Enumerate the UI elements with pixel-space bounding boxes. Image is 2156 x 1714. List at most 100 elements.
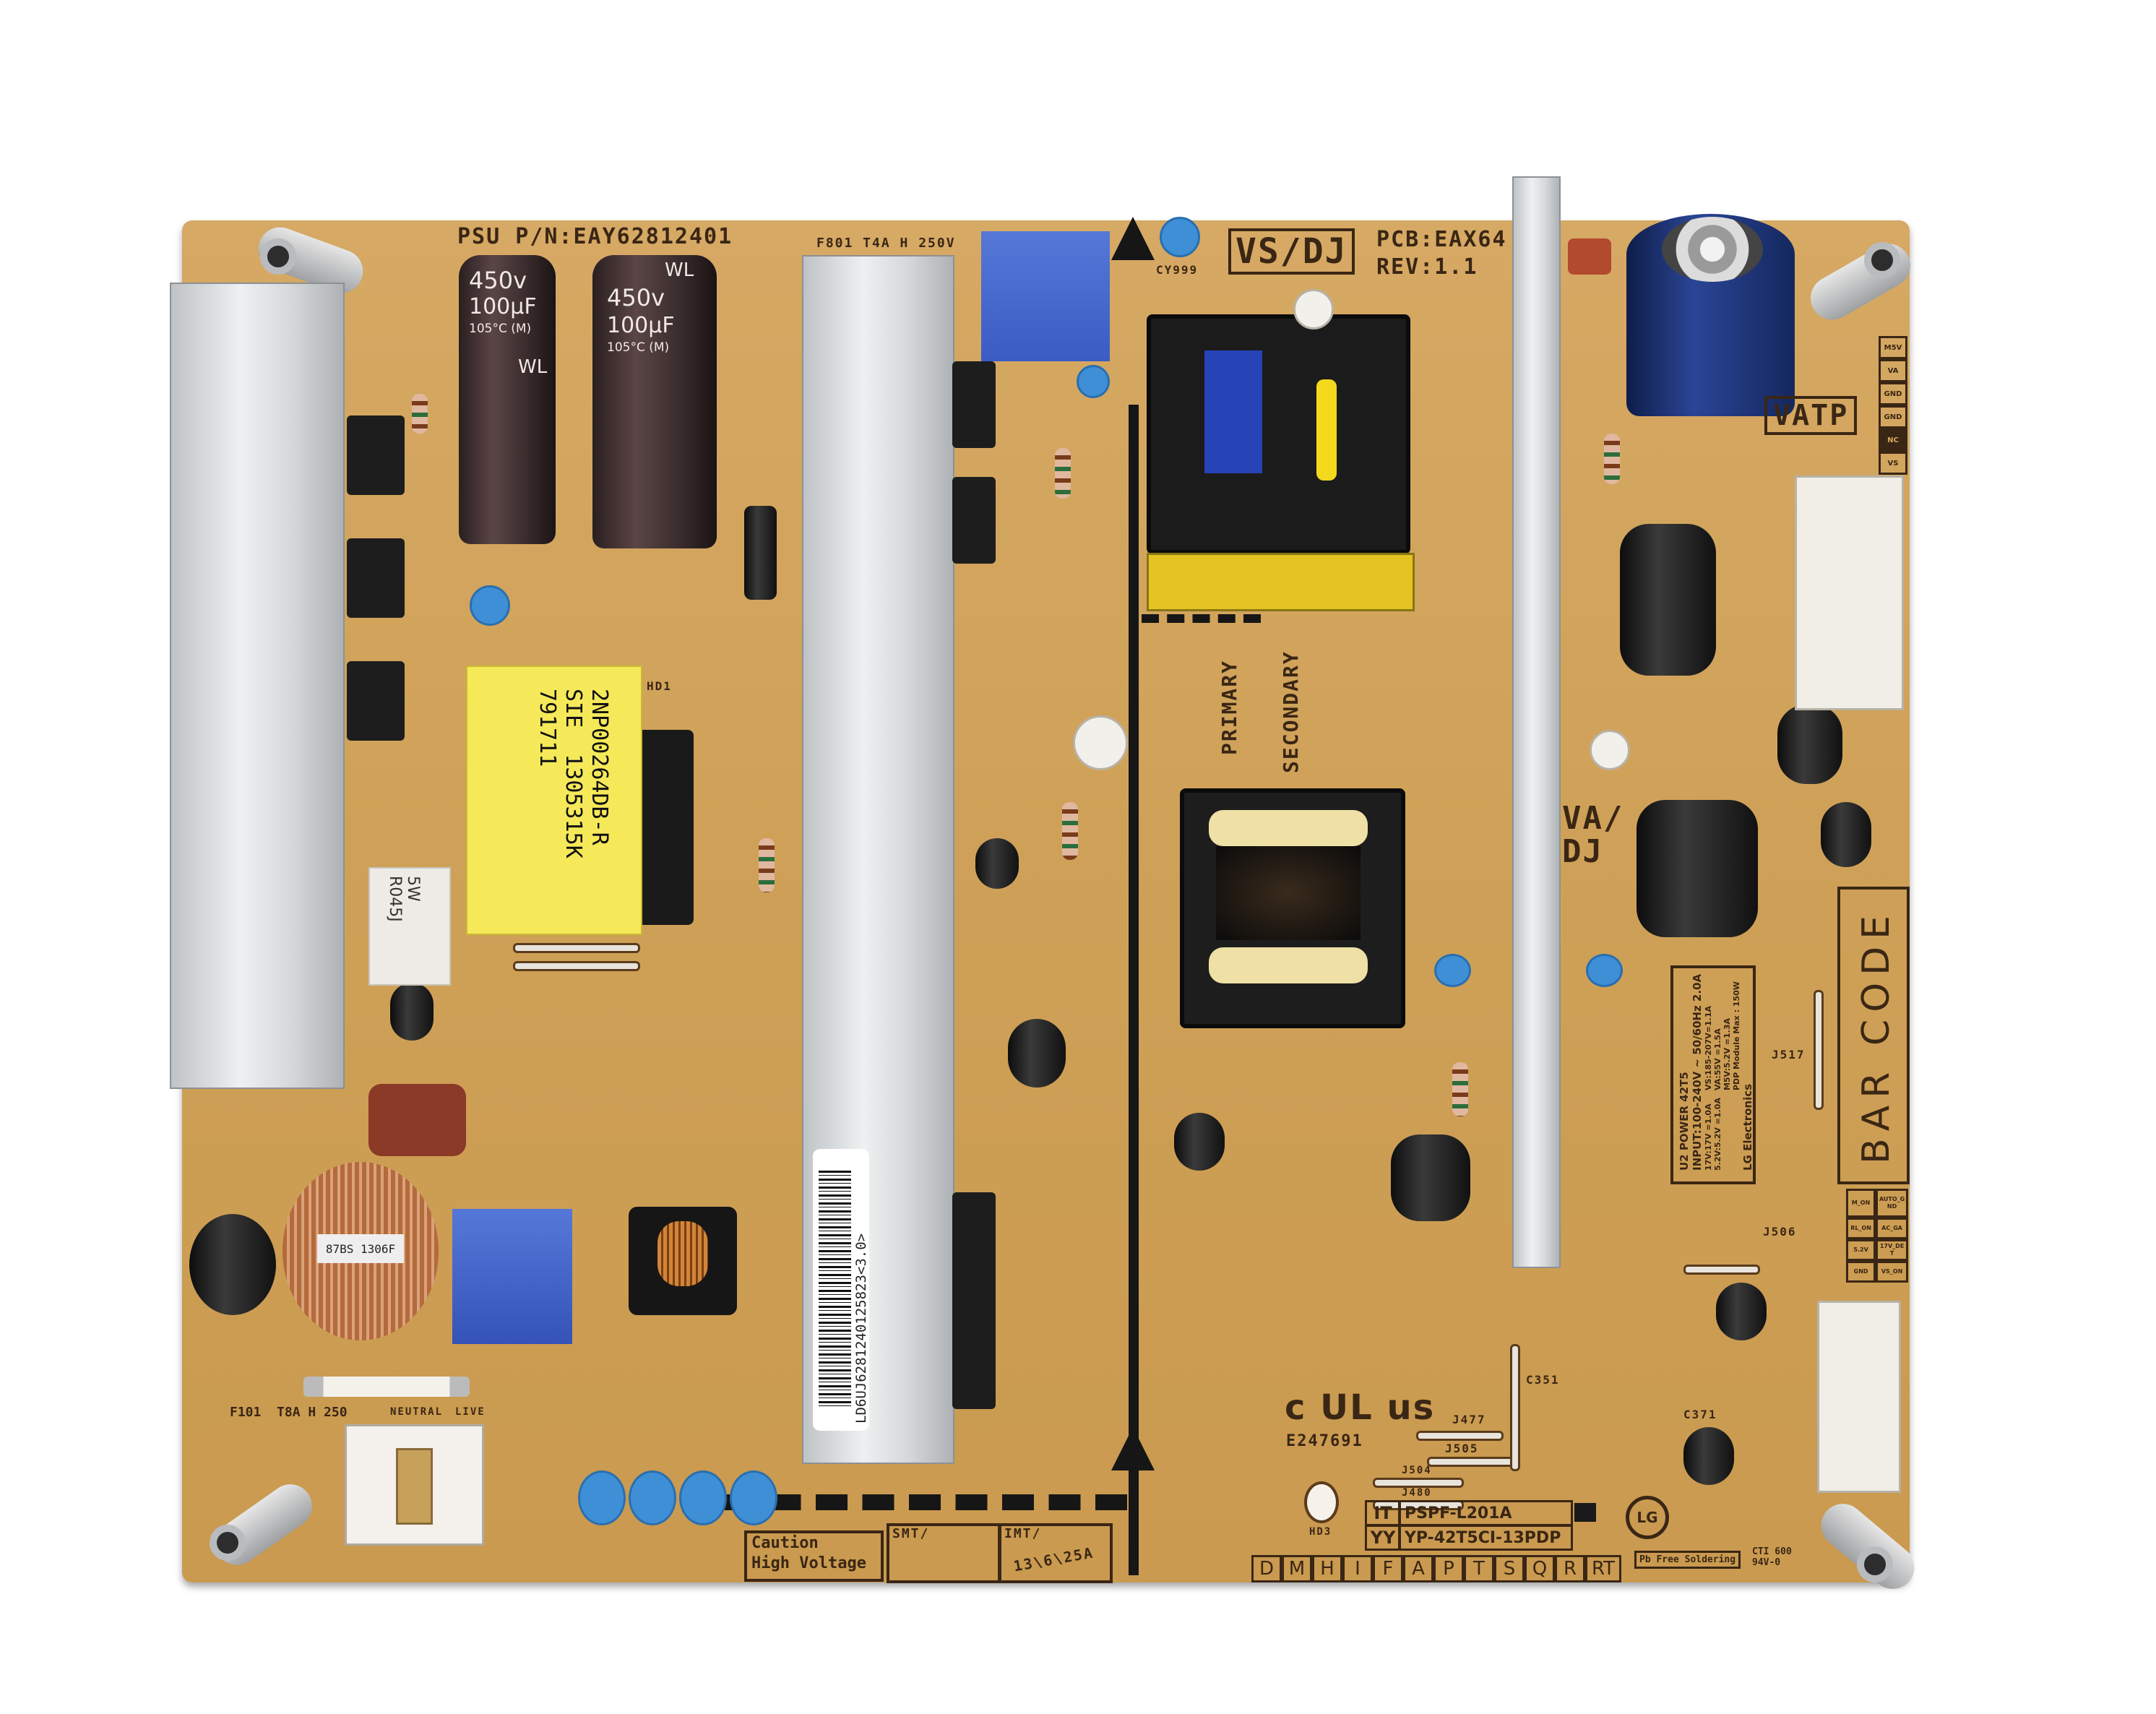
fuse-mains-label: F101 T8A H 250 [230,1405,348,1420]
capacitor-temperature: 105°C (M) [607,340,670,355]
barcode-sticker: LD6UJ6281240125823<3.0> [813,1149,869,1431]
letter-cell: T [1464,1555,1494,1582]
pb-free-label: Pb Free Soldering [1634,1551,1741,1569]
x-capacitor [981,231,1110,361]
manufacturer: LG Electronics [1741,1083,1754,1171]
pin-label: VA [1879,359,1907,382]
power-transistor [952,361,996,448]
resistor [1062,802,1078,860]
letter-cell: I [1342,1555,1373,1582]
vatp-label: VATP [1764,396,1858,435]
signal-cell: 5.2V [1846,1239,1876,1261]
jumper-wire [1416,1431,1504,1441]
electrolytic-capacitor [390,983,434,1041]
signal-cell: AUTO_GND [1876,1189,1908,1218]
electrolytic-capacitor [1683,1427,1734,1485]
side-pin-labels: M5V VA GND GND NC VS [1879,336,1907,475]
trimmer-potentiometer[interactable] [1073,715,1128,770]
bulk-capacitor: 450v 100µF 105°C (M) WL [592,255,717,548]
power-transistor [347,661,405,741]
fuse-primary-label: F801 T4A H 250V [816,236,956,251]
power-line: M5V:5.2V =1.3A [1722,1017,1732,1091]
ac-input-connector[interactable] [345,1424,484,1546]
electrolytic-capacitor [1777,705,1842,784]
secondary-transformer [1180,788,1406,1034]
ceramic-capacitor [1077,365,1110,398]
winding-tape [1209,947,1368,983]
smt-box: SMT/ [887,1523,1001,1583]
model-code: IT [1365,1500,1401,1526]
power-line: 5.2V:5.2V =1.0A [1713,1098,1722,1171]
jumper-wire [513,961,640,971]
ceramic-capacitor [1434,954,1471,987]
imt-label: IMT/ [1004,1526,1042,1541]
capacitor-capacitance: 100µF [469,294,537,319]
isolation-line [1129,405,1139,1575]
ceramic-capacitor [470,585,510,626]
power-rating-text: U2 POWER 42T5 INPUT:100-240V ~ 50/60Hz 2… [1678,974,1754,1171]
jumper-wire [513,943,640,953]
pin-label: M5V [1879,336,1907,359]
trimmer-potentiometer[interactable] [1590,730,1630,770]
hd1-label: HD1 [647,679,672,693]
film-capacitor [1568,238,1611,275]
barcode [819,1171,851,1409]
va-dj-label: VA/DJ [1562,800,1624,870]
power-line: VS:185-207V=1.1A [1704,1005,1713,1091]
main-transformer [1147,314,1415,611]
capacitor-temperature: 105°C (M) [469,322,532,336]
jumper-wire [1683,1265,1760,1275]
connector-latch [396,1448,433,1525]
j477-label: J477 [1452,1413,1486,1426]
jumper-wire [1814,990,1824,1110]
letter-row: D M H I F A P T S Q R RT [1251,1555,1621,1582]
thermistor [189,1214,276,1315]
c351-label: C351 [1526,1373,1560,1387]
barcode-area-label: BAR CODE [1855,908,1898,1164]
signal-cell: AC_GA [1876,1218,1908,1239]
letter-cell: Q [1525,1555,1555,1582]
bulk-capacitor: 450v 100µF 105°C (M) WL [459,255,556,544]
live-label: LIVE [455,1406,486,1418]
j506-label: J506 [1763,1225,1797,1239]
arrow-up-icon [1111,217,1155,260]
film-capacitor [368,1084,466,1156]
electrolytic-capacitor [1008,1019,1066,1088]
transformer-label-line: SIE 1305315K [561,689,586,858]
power-transistor [347,538,405,618]
imt-box: IMT/ 13\6\25A [999,1523,1113,1583]
barcode-text: LD6UJ6281240125823<3.0> [853,1233,869,1424]
transformer-label-line: 791711 [535,689,560,767]
caution-box: Caution High Voltage [744,1530,884,1582]
output-connector[interactable] [1795,475,1904,710]
small-capacitor [744,506,777,600]
trimmer-potentiometer[interactable] [1293,289,1334,330]
electrolytic-capacitor [1637,800,1758,937]
capacitor-voltage: 450v [607,284,665,311]
j505-label: J505 [1445,1442,1479,1455]
resistor-label: 5W R045J [386,876,422,922]
model-value: PSPF-L201A [1398,1500,1573,1526]
mounting-hole [1864,242,1900,278]
mounting-hole [1857,1546,1893,1582]
capacitor-series: WL [518,356,548,378]
electrolytic-capacitor [1174,1113,1225,1171]
ceramic-capacitor [1586,954,1623,987]
capacitor-capacitance: 100µF [607,313,675,338]
electrolytic-capacitor [1821,802,1871,867]
isolation-line [723,1494,1127,1510]
lg-logo: LG [1626,1496,1669,1539]
signal-cell: RL_ON [1846,1218,1876,1239]
resistor [1452,1062,1468,1116]
resistor [1604,434,1620,484]
letter-cell: S [1494,1555,1525,1582]
letter-cell: F [1373,1555,1403,1582]
pin-label: GND [1879,405,1907,428]
jumper-wire [1373,1478,1464,1488]
pin-label: VS [1879,452,1907,475]
signal-connector[interactable] [1817,1301,1901,1493]
capacitor-top [1662,217,1763,282]
letter-cell: D [1251,1555,1282,1582]
